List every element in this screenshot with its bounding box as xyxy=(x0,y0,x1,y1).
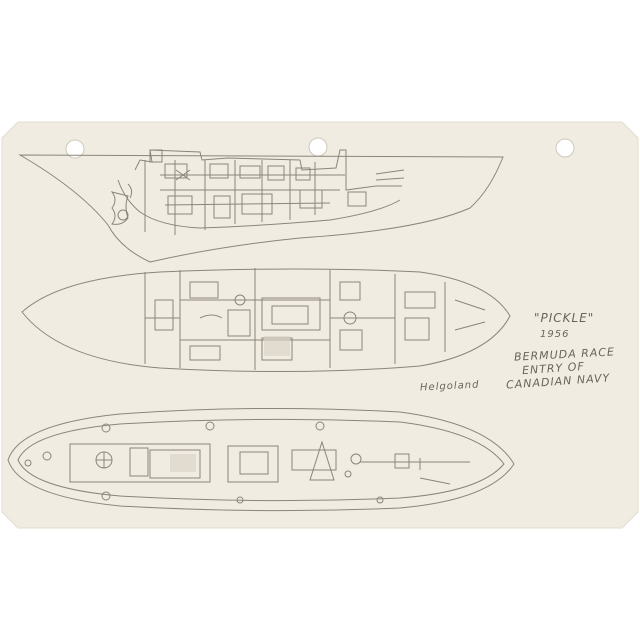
year-label: 1956 xyxy=(540,329,570,340)
boat-name-label: "PICKLE" xyxy=(534,311,595,325)
punch-hole xyxy=(308,137,328,157)
punch-hole xyxy=(555,138,575,158)
profile-view-drawing xyxy=(18,149,504,263)
deck-plan-drawing xyxy=(7,407,515,512)
accommodation-plan-drawing xyxy=(21,268,511,373)
punch-hole xyxy=(65,139,85,159)
